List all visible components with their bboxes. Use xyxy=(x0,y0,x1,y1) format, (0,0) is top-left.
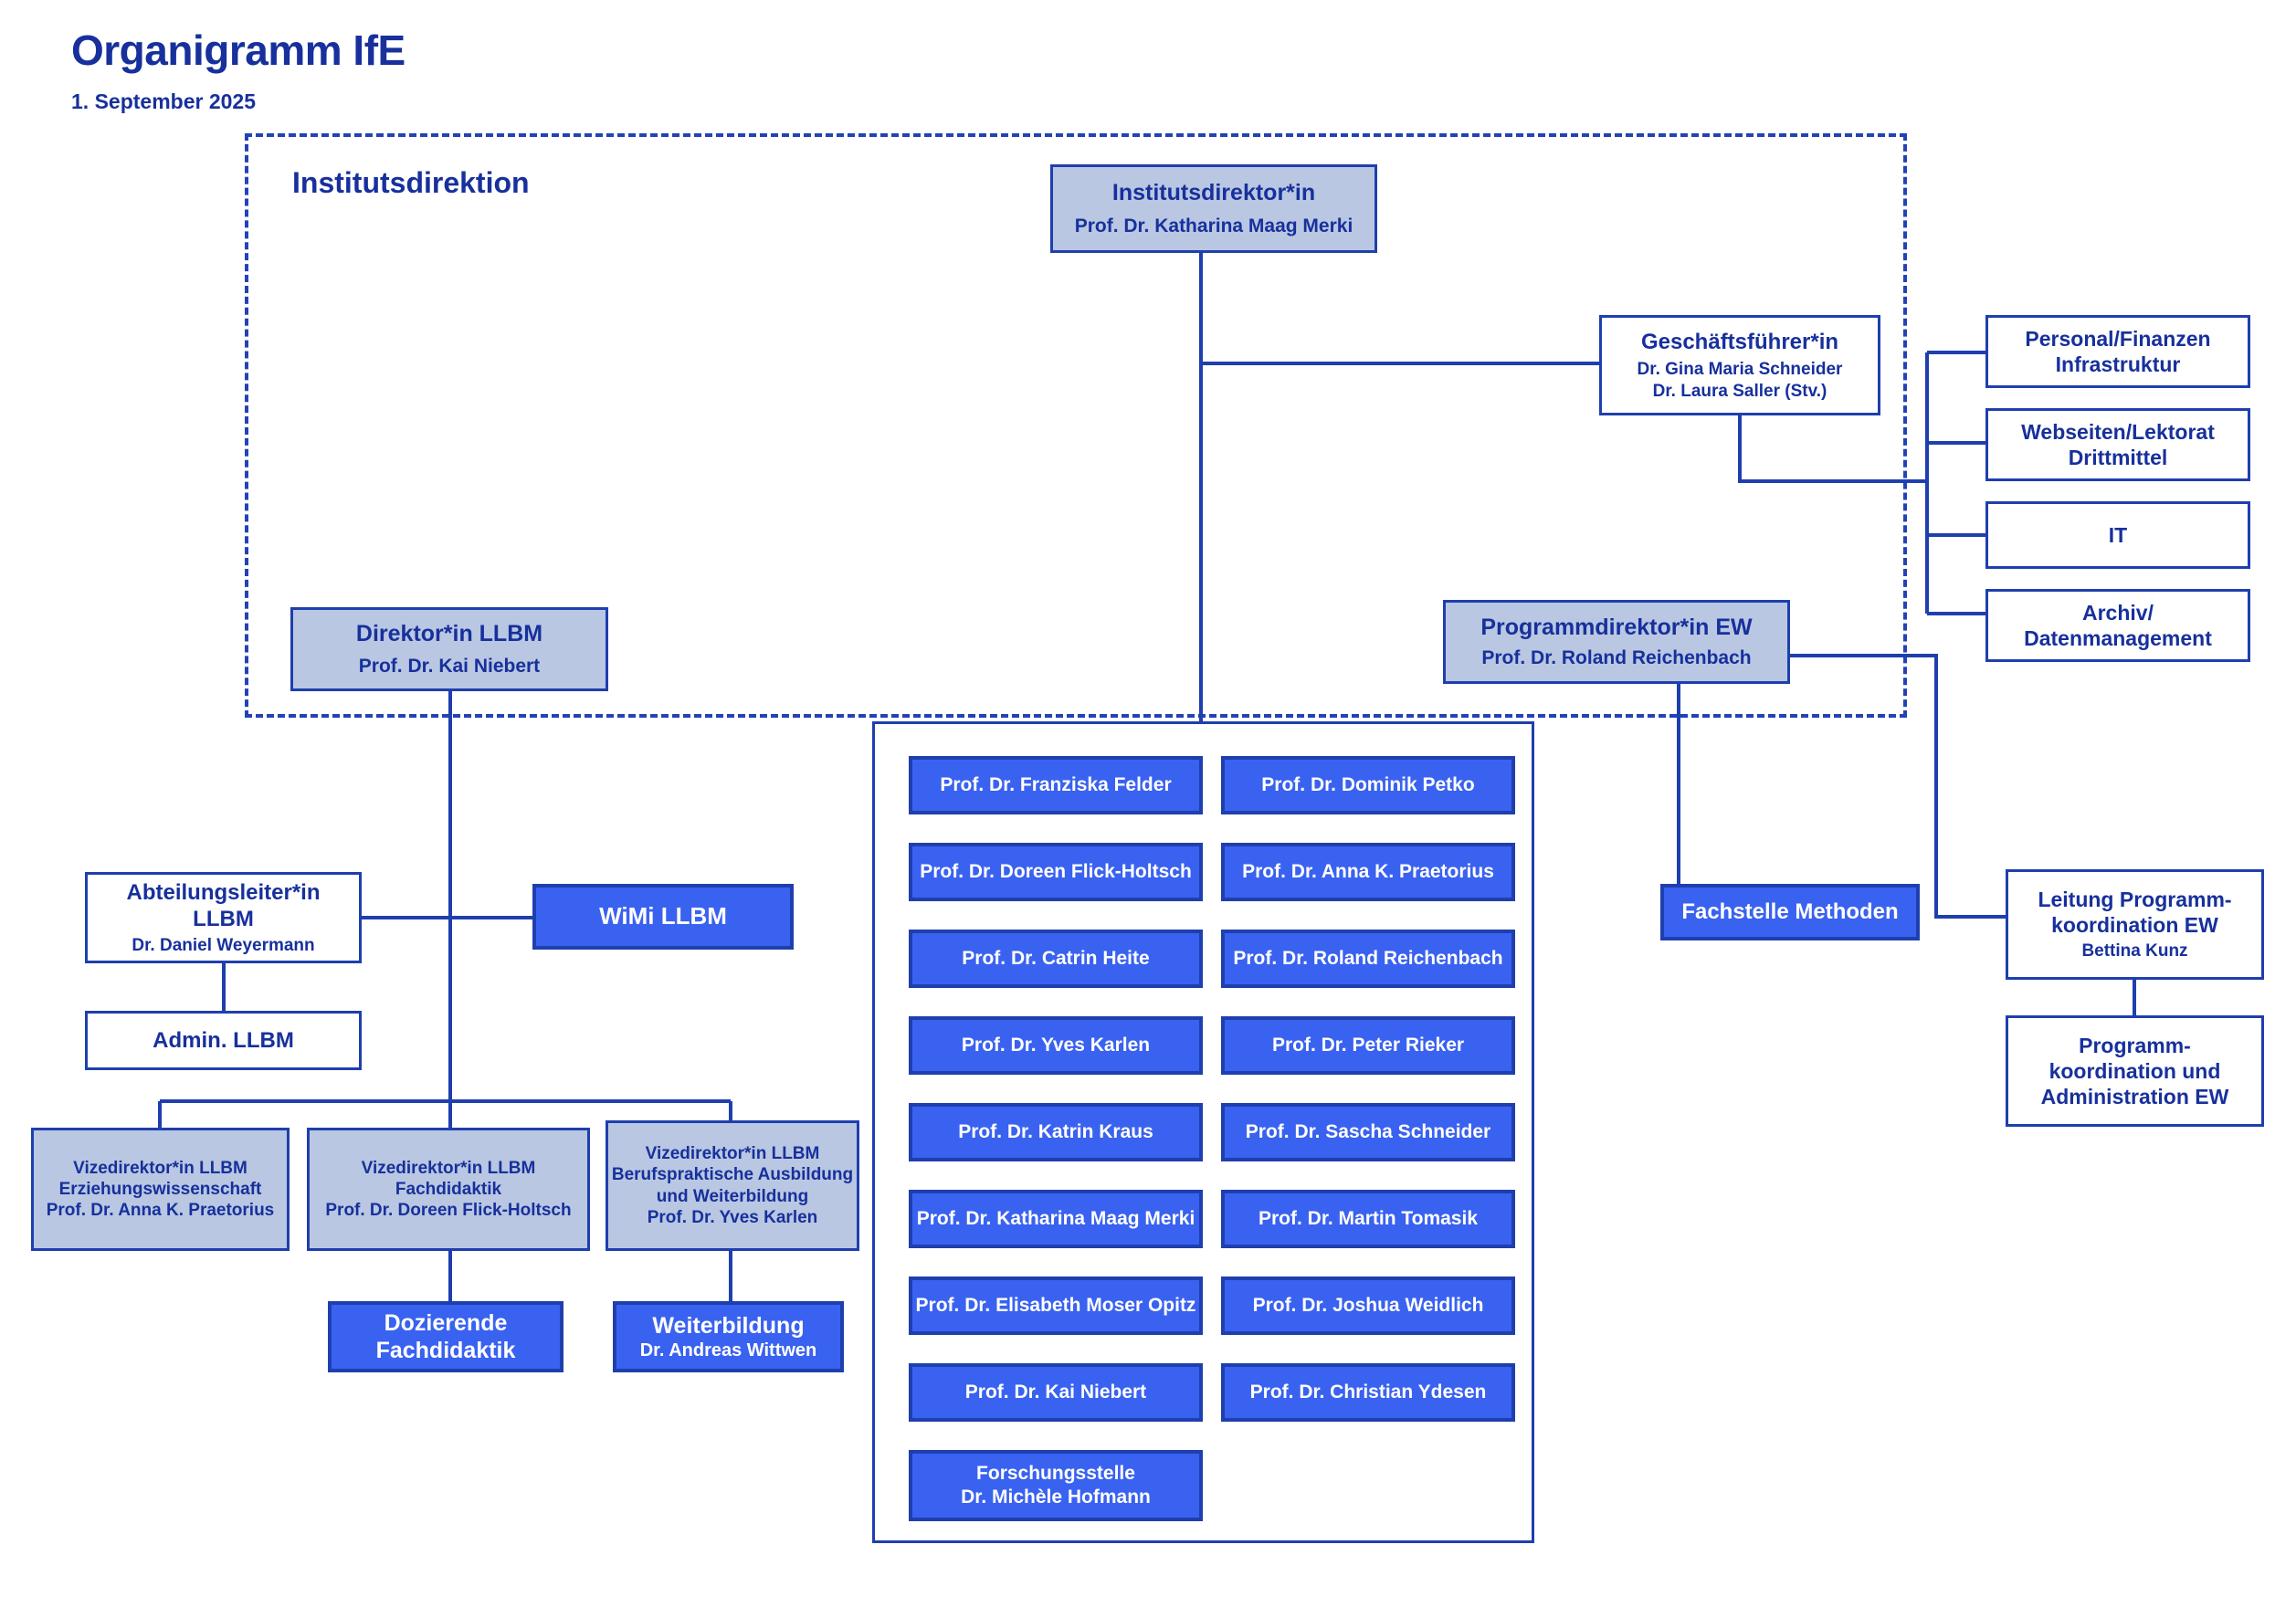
node-webseiten-line-1: Webseiten/Lektorat xyxy=(2021,419,2215,444)
professor-name: Prof. Dr. Catrin Heite xyxy=(962,948,1150,970)
node-vize-ew-line-1: Vizedirektor*in LLBM xyxy=(73,1158,248,1178)
node-vize-fd-line-1: Vizedirektor*in LLBM xyxy=(361,1158,536,1178)
node-geschaeftsfuehrer-person-2: Dr. Laura Saller (Stv.) xyxy=(1652,381,1827,401)
node-vize-ew-person: Prof. Dr. Anna K. Praetorius xyxy=(46,1201,275,1221)
node-weiterbildung-label: Weiterbildung xyxy=(652,1312,805,1339)
node-geschaeftsfuehrer-role: Geschäftsführer*in xyxy=(1640,330,1839,355)
node-archiv-line-1: Archiv/ xyxy=(2082,600,2154,625)
professor-name: Forschungsstelle xyxy=(976,1463,1135,1485)
node-weiterbildung-person: Dr. Andreas Wittwen xyxy=(639,1340,817,1361)
node-geschaeftsfuehrer[interactable]: Geschäftsführer*in Dr. Gina Maria Schnei… xyxy=(1599,315,1880,415)
node-leitung-pk-person: Bettina Kunz xyxy=(2081,941,2188,961)
node-leitung-pk-line-1: Leitung Programm- xyxy=(2038,888,2232,912)
node-direktor-llbm[interactable]: Direktor*in LLBM Prof. Dr. Kai Niebert xyxy=(290,607,608,691)
node-wimi-llbm-label: WiMi LLBM xyxy=(599,902,727,930)
node-vizedirektor-erziehungswissenschaft[interactable]: Vizedirektor*in LLBM Erziehungswissensch… xyxy=(31,1128,290,1251)
node-dozierende-line-1: Dozierende xyxy=(384,1309,508,1336)
node-vize-bp-line-2: Berufspraktische Ausbildung xyxy=(611,1165,854,1185)
professor-name: Prof. Dr. Franziska Felder xyxy=(940,774,1172,796)
node-vize-ew-line-2: Erziehungswissenschaft xyxy=(58,1179,262,1199)
node-fachstelle-methoden[interactable]: Fachstelle Methoden xyxy=(1660,884,1920,940)
professor-box[interactable]: Prof. Dr. Roland Reichenbach xyxy=(1221,930,1515,988)
node-direktor-llbm-role: Direktor*in LLBM xyxy=(355,620,543,646)
node-institutsdirektor[interactable]: Institutsdirektor*in Prof. Dr. Katharina… xyxy=(1050,164,1377,253)
node-geschaeftsfuehrer-person-1: Dr. Gina Maria Schneider xyxy=(1637,360,1843,380)
professor-name: Prof. Dr. Dominik Petko xyxy=(1261,774,1475,796)
node-dozierende-fachdidaktik[interactable]: Dozierende Fachdidaktik xyxy=(328,1301,563,1372)
professor-name: Prof. Dr. Sascha Schneider xyxy=(1245,1121,1491,1143)
node-vize-bp-line-1: Vizedirektor*in LLBM xyxy=(645,1144,820,1164)
node-vize-fd-person: Prof. Dr. Doreen Flick-Holtsch xyxy=(325,1201,572,1221)
professor-name: Prof. Dr. Katrin Kraus xyxy=(958,1121,1153,1143)
professor-name: Prof. Dr. Elisabeth Moser Opitz xyxy=(915,1295,1196,1317)
node-vizedirektor-fachdidaktik[interactable]: Vizedirektor*in LLBM Fachdidaktik Prof. … xyxy=(307,1128,590,1251)
node-abteilungsleiter-line-2: LLBM xyxy=(193,906,254,931)
node-leitung-pk-line-2: koordination EW xyxy=(2051,913,2218,938)
node-pk-admin-line-1: Programm- xyxy=(2079,1033,2191,1057)
node-weiterbildung[interactable]: Weiterbildung Dr. Andreas Wittwen xyxy=(613,1301,844,1372)
node-dozierende-line-2: Fachdidaktik xyxy=(375,1338,516,1363)
node-pk-admin-line-2: koordination und xyxy=(2048,1058,2221,1083)
professor-name: Prof. Dr. Roland Reichenbach xyxy=(1233,948,1503,970)
node-admin-llbm-label: Admin. LLBM xyxy=(153,1027,294,1053)
node-vize-bp-line-3: und Weiterbildung xyxy=(656,1186,809,1206)
professor-name: Prof. Dr. Kai Niebert xyxy=(964,1382,1147,1403)
page-title: Organigramm IfE xyxy=(71,26,405,74)
node-wimi-llbm[interactable]: WiMi LLBM xyxy=(532,884,794,950)
node-abteilungsleiter-person: Dr. Daniel Weyermann xyxy=(132,936,315,956)
professor-name: Prof. Dr. Joshua Weidlich xyxy=(1252,1295,1484,1317)
node-vizedirektor-berufspraktische[interactable]: Vizedirektor*in LLBM Berufspraktische Au… xyxy=(606,1120,859,1251)
professor-name: Prof. Dr. Doreen Flick-Holtsch xyxy=(920,861,1192,883)
page-date: 1. September 2025 xyxy=(71,89,257,113)
node-archiv-datenmanagement[interactable]: Archiv/ Datenmanagement xyxy=(1985,589,2250,662)
node-personal-finanzen-line-1: Personal/Finanzen xyxy=(2025,326,2211,351)
professor-box[interactable]: Prof. Dr. Anna K. Praetorius xyxy=(1221,843,1515,901)
node-abteilungsleiter-line-1: Abteilungsleiter*in xyxy=(126,879,321,905)
professor-name: Prof. Dr. Martin Tomasik xyxy=(1259,1208,1478,1230)
node-fachstelle-methoden-label: Fachstelle Methoden xyxy=(1681,899,1899,925)
professor-box[interactable]: Prof. Dr. Doreen Flick-Holtsch xyxy=(909,843,1203,901)
node-abteilungsleiter-llbm[interactable]: Abteilungsleiter*in LLBM Dr. Daniel Weye… xyxy=(85,872,362,963)
institutsdirektion-label: Institutsdirektion xyxy=(292,166,530,199)
professor-box[interactable]: Prof. Dr. Joshua Weidlich xyxy=(1221,1277,1515,1335)
node-direktor-llbm-person: Prof. Dr. Kai Niebert xyxy=(358,656,541,678)
node-institutsdirektor-person: Prof. Dr. Katharina Maag Merki xyxy=(1074,215,1353,236)
professor-box[interactable]: Prof. Dr. Katrin Kraus xyxy=(909,1103,1203,1161)
professor-box[interactable]: Prof. Dr. Kai Niebert xyxy=(909,1363,1203,1422)
node-pk-admin-line-3: Administration EW xyxy=(2040,1085,2229,1109)
professor-box[interactable]: Prof. Dr. Elisabeth Moser Opitz xyxy=(909,1277,1203,1335)
professor-name: Prof. Dr. Peter Rieker xyxy=(1271,1035,1465,1056)
node-webseiten-lektorat[interactable]: Webseiten/Lektorat Drittmittel xyxy=(1985,408,2250,481)
node-leitung-programmkoordination-ew[interactable]: Leitung Programm- koordination EW Bettin… xyxy=(2006,869,2264,980)
node-it-label: IT xyxy=(2108,522,2128,547)
professor-name-secondary: Dr. Michèle Hofmann xyxy=(961,1487,1151,1508)
professor-box[interactable]: Prof. Dr. Christian Ydesen xyxy=(1221,1363,1515,1422)
professor-box[interactable]: Prof. Dr. Yves Karlen xyxy=(909,1016,1203,1075)
professor-box[interactable]: Prof. Dr. Martin Tomasik xyxy=(1221,1190,1515,1248)
node-webseiten-line-2: Drittmittel xyxy=(2068,446,2168,469)
professor-box[interactable]: Prof. Dr. Peter Rieker xyxy=(1221,1016,1515,1075)
node-it[interactable]: IT xyxy=(1985,501,2250,569)
node-programmdirektor-ew-role: Programmdirektor*in EW xyxy=(1480,614,1753,640)
node-archiv-line-2: Datenmanagement xyxy=(2024,626,2212,650)
professor-box[interactable]: Prof. Dr. Catrin Heite xyxy=(909,930,1203,988)
node-programmkoordination-administration-ew[interactable]: Programm- koordination und Administratio… xyxy=(2006,1015,2264,1127)
node-programmdirektor-ew[interactable]: Programmdirektor*in EW Prof. Dr. Roland … xyxy=(1443,600,1790,684)
professor-box[interactable]: Prof. Dr. Sascha Schneider xyxy=(1221,1103,1515,1161)
node-vize-fd-line-2: Fachdidaktik xyxy=(395,1179,502,1199)
professor-name: Prof. Dr. Katharina Maag Merki xyxy=(916,1208,1195,1230)
node-admin-llbm[interactable]: Admin. LLBM xyxy=(85,1011,362,1070)
professor-name: Prof. Dr. Yves Karlen xyxy=(961,1035,1151,1056)
professor-box[interactable]: Prof. Dr. Franziska Felder xyxy=(909,756,1203,814)
professor-box[interactable]: Prof. Dr. Dominik Petko xyxy=(1221,756,1515,814)
professor-name: Prof. Dr. Christian Ydesen xyxy=(1249,1382,1487,1403)
node-personal-finanzen-line-2: Infrastruktur xyxy=(2055,352,2181,376)
professor-name: Prof. Dr. Anna K. Praetorius xyxy=(1242,861,1494,883)
professor-box[interactable]: Prof. Dr. Katharina Maag Merki xyxy=(909,1190,1203,1248)
node-programmdirektor-ew-person: Prof. Dr. Roland Reichenbach xyxy=(1481,647,1752,669)
node-institutsdirektor-role: Institutsdirektor*in xyxy=(1111,180,1316,206)
node-personal-finanzen[interactable]: Personal/Finanzen Infrastruktur xyxy=(1985,315,2250,388)
node-vize-bp-person: Prof. Dr. Yves Karlen xyxy=(647,1207,818,1227)
